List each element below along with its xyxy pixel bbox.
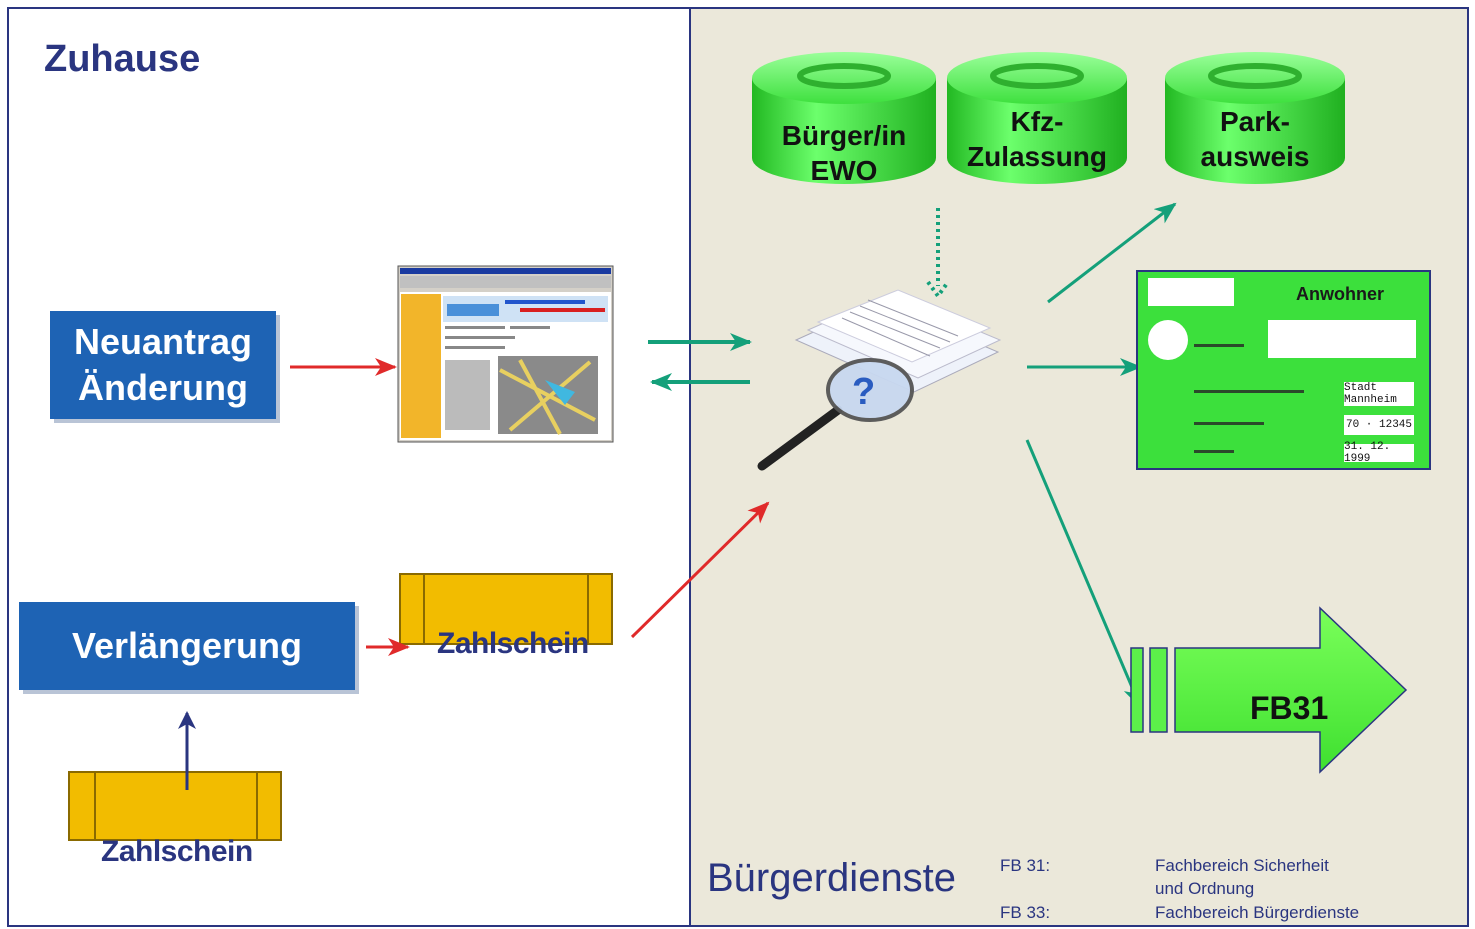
database-cylinder-kfz xyxy=(947,52,1127,184)
legend-fb31-text: Fachbereich Sicherheit und Ordnung xyxy=(1155,856,1329,898)
database-cylinder-park xyxy=(1165,52,1345,184)
permit-value-1: Stadt Mannheim xyxy=(1344,382,1414,406)
permit-seal xyxy=(1148,320,1188,360)
permit-field-blank xyxy=(1148,278,1234,306)
legend-fb33-code: FB 33: xyxy=(1000,903,1051,922)
arrow-slip-to-check xyxy=(630,501,770,639)
permit-field-name xyxy=(1268,320,1416,358)
svg-text:?: ? xyxy=(852,371,875,413)
payment-slip-bottom xyxy=(68,771,282,841)
database-label-kfz: Kfz- Zulassung xyxy=(966,106,1107,172)
parking-permit-card: Anwohner Stadt Mannheim 70 · 12345 31. 1… xyxy=(1136,270,1431,470)
fb31-label: FB31 xyxy=(1250,690,1329,726)
browser-screenshot-thumbnail xyxy=(397,265,614,443)
permit-header: Anwohner xyxy=(1296,284,1384,304)
fb31-arrow xyxy=(1130,606,1408,774)
database-cylinder-ewo xyxy=(752,52,936,184)
box-neuantrag: Neuantrag Änderung xyxy=(50,311,276,419)
title-zuhause: Zuhause xyxy=(44,38,201,80)
arrow-check-to-parkausweis xyxy=(1047,202,1177,304)
permit-value-2: 70 · 12345 xyxy=(1344,415,1414,435)
box-verlaengerung-label: Verlängerung xyxy=(71,625,303,666)
payment-slip-top-label: Zahlschein xyxy=(437,627,589,660)
box-verlaengerung: Verlängerung xyxy=(19,602,355,690)
payment-slip-top xyxy=(399,573,613,645)
box-neuantrag-label: Neuantrag Änderung xyxy=(73,321,253,408)
permit-value-3: 31. 12. 1999 xyxy=(1344,441,1414,465)
payment-slip-bottom-label: Zahlschein xyxy=(101,835,253,868)
arrow-check-to-fb31 xyxy=(1025,439,1142,708)
legend-fb31-code: FB 31: xyxy=(1000,856,1051,875)
database-label-ewo: Bürger/in EWO xyxy=(781,120,907,186)
title-buergerdienste: Bürgerdienste xyxy=(707,856,957,900)
documents-with-magnifier: ? xyxy=(757,289,1002,471)
legend-fb33-text: Fachbereich Bürgerdienste xyxy=(1155,903,1360,922)
database-label-park: Park- ausweis xyxy=(1200,106,1310,172)
